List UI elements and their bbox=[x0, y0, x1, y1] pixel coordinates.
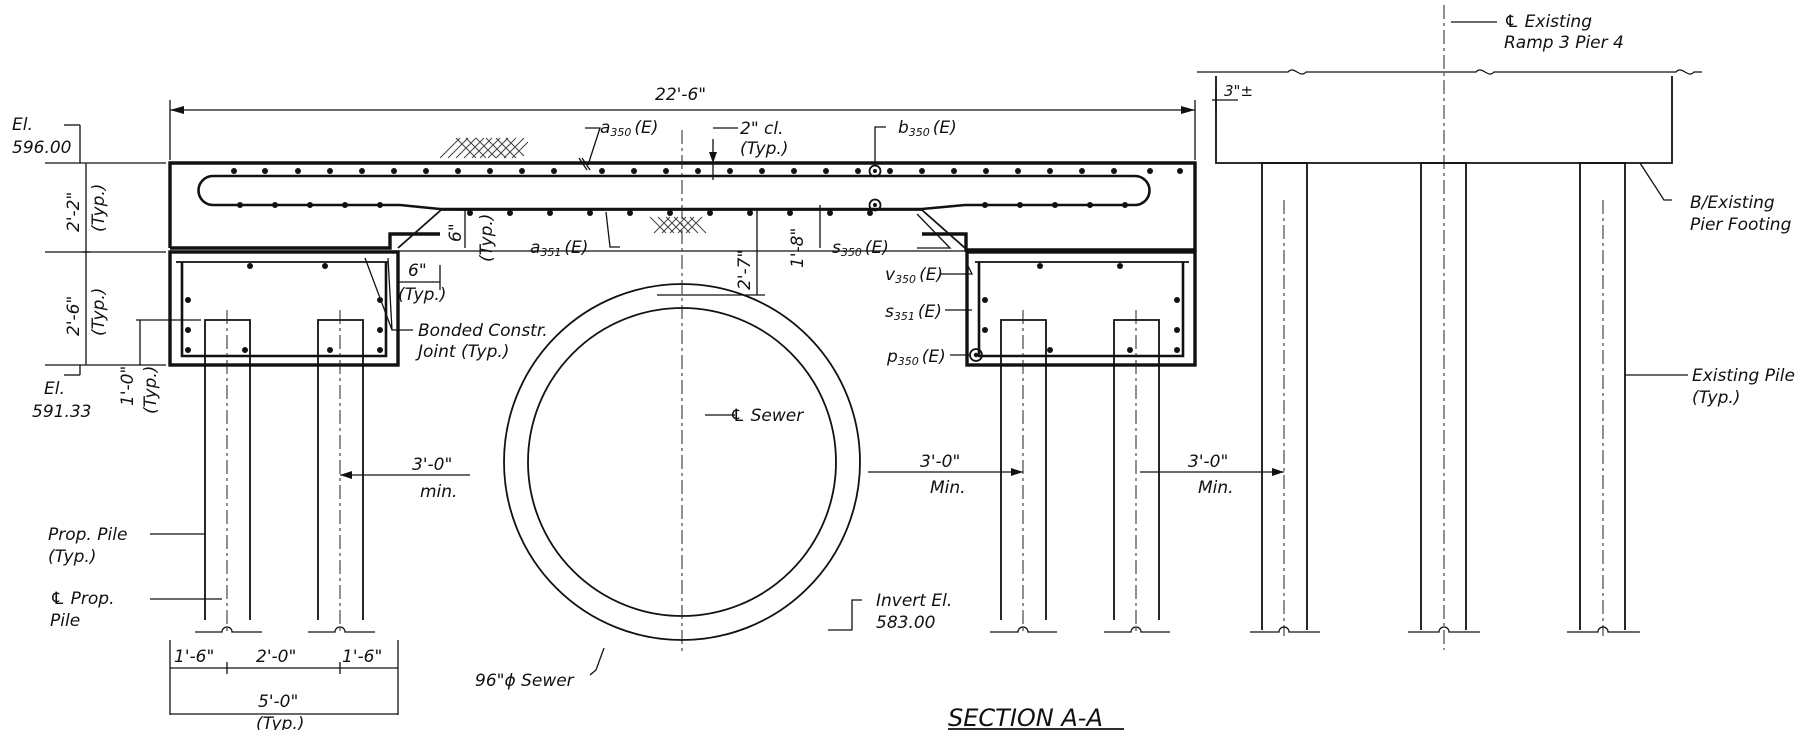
right-footing-reinforcing bbox=[975, 261, 1189, 358]
slab-top-bar-dots bbox=[231, 168, 1183, 174]
invert-value: 583.00 bbox=[876, 613, 935, 633]
dim-cover-clear: 2" cl. bbox=[740, 119, 784, 139]
existing-pile-label-1: Existing Pile bbox=[1692, 366, 1795, 386]
dim-haunch-v-typ: (Typ.) bbox=[477, 214, 497, 262]
soil-hatching bbox=[439, 137, 707, 234]
sewer-centerline-label: ℄ Sewer bbox=[730, 406, 804, 426]
dim-clearance-left: 3'-0" bbox=[412, 455, 452, 475]
section-title: SECTION A-A bbox=[948, 704, 1103, 730]
prop-pile-label-1: Prop. Pile bbox=[48, 525, 127, 545]
cl-prop-pile-label-2: Pile bbox=[50, 611, 80, 631]
min-mid: Min. bbox=[930, 478, 966, 498]
dim-pile-spacing: 2'-0" bbox=[256, 647, 296, 667]
dimension-lines bbox=[45, 90, 1284, 715]
bar-markers bbox=[868, 164, 983, 362]
bonded-joint-label-2: Joint (Typ.) bbox=[415, 342, 509, 362]
bar-b350-label: b350(E) bbox=[898, 118, 957, 139]
right-footing-outline bbox=[965, 250, 1197, 367]
dim-2-7: 2'-7" bbox=[735, 250, 755, 290]
existing-footing-label-1: B/Existing bbox=[1690, 193, 1775, 213]
existing-cl-label-1: ℄ Existing bbox=[1504, 12, 1592, 32]
bar-s350-label: s350(E) bbox=[832, 238, 889, 259]
min-left: min. bbox=[420, 482, 457, 502]
dim-footing-typ: (Typ.) bbox=[89, 288, 109, 336]
bar-a350-label: a350(E) bbox=[600, 118, 658, 139]
elev-top-value: 596.00 bbox=[12, 138, 71, 158]
left-footing-outline bbox=[168, 250, 400, 367]
dim-overall-width: 22'-6" bbox=[655, 85, 706, 105]
dim-gap-existing: 3"± bbox=[1224, 82, 1253, 100]
existing-footing bbox=[1197, 69, 1702, 164]
dim-edge-right: 1'-6" bbox=[342, 647, 382, 667]
dim-footing-width: 5'-0" bbox=[258, 692, 298, 712]
existing-footing-label-2: Pier Footing bbox=[1690, 215, 1792, 235]
existing-pile-label-2: (Typ.) bbox=[1692, 388, 1740, 408]
bonded-joint-label-1: Bonded Constr. bbox=[418, 321, 548, 341]
dim-haunch-h-typ: (Typ.) bbox=[398, 285, 446, 305]
bar-v350-label: v350(E) bbox=[885, 265, 943, 286]
leader-lines bbox=[150, 21, 1688, 676]
existing-cl-label-2: Ramp 3 Pier 4 bbox=[1504, 33, 1624, 53]
bar-a351-label: a351(E) bbox=[530, 238, 588, 259]
dim-edge-left: 1'-6" bbox=[174, 647, 214, 667]
left-footing-reinforcing bbox=[176, 261, 388, 358]
sewer-size-label: 96"ϕ Sewer bbox=[475, 671, 575, 691]
cl-prop-pile-label-1: ℄ Prop. bbox=[50, 589, 114, 609]
bar-s351-label: s351(E) bbox=[885, 302, 942, 323]
dim-pile-embed: 1'-0" bbox=[118, 366, 138, 406]
elev-bottom-prefix: El. bbox=[44, 379, 65, 399]
dim-1-8: 1'-8" bbox=[788, 228, 808, 268]
invert-label: Invert El. bbox=[876, 591, 952, 611]
dim-pile-embed-typ: (Typ.) bbox=[141, 366, 161, 414]
elev-bottom-value: 591.33 bbox=[32, 402, 91, 422]
dim-footing-width-typ: (Typ.) bbox=[256, 714, 304, 730]
dim-top-slab-depth: 2'-2" bbox=[64, 192, 84, 232]
dim-footing-depth: 2'-6" bbox=[64, 296, 84, 336]
dim-clearance-mid: 3'-0" bbox=[920, 452, 960, 472]
elev-top-prefix: El. bbox=[12, 115, 33, 135]
dim-cover-typ: (Typ.) bbox=[740, 139, 788, 159]
dim-top-slab-typ: (Typ.) bbox=[89, 184, 109, 232]
prop-pile-label-2: (Typ.) bbox=[48, 547, 96, 567]
bar-p350-label: p350(E) bbox=[886, 347, 946, 368]
min-right: Min. bbox=[1198, 478, 1234, 498]
dim-haunch-v: 6" bbox=[446, 223, 466, 242]
dim-haunch-h: 6" bbox=[408, 261, 427, 281]
existing-piles bbox=[1250, 162, 1640, 636]
dim-clearance-right: 3'-0" bbox=[1188, 452, 1228, 472]
slab-reinforcing bbox=[197, 157, 1151, 211]
slab-bottom-bar-dots bbox=[237, 202, 1128, 216]
